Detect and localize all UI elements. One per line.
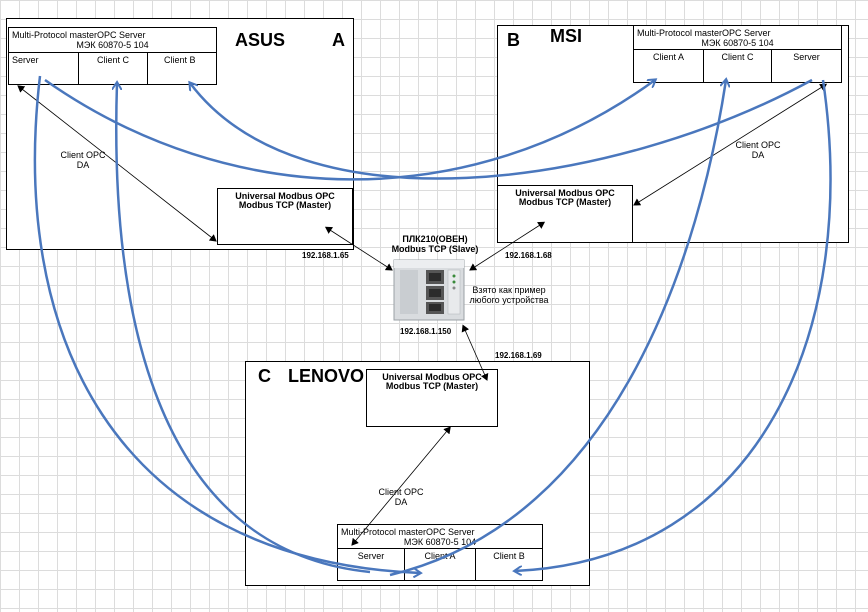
msi-opc-server-title: Multi-Protocol masterOPC Server [637, 28, 771, 38]
plc-note: Взято как пример любого устройства [464, 285, 554, 305]
computer-lenovo-name: LENOVO [288, 366, 365, 386]
asus-opc-server-header: Multi-Protocol masterOPC Server МЭК 6087… [8, 27, 217, 53]
msi-modbus-title: Universal Modbus OPC [515, 188, 615, 198]
msi-opc-server-header: Multi-Protocol masterOPC Server МЭК 6087… [633, 25, 842, 50]
asus-modbus-title: Universal Modbus OPC [235, 191, 335, 201]
computer-lenovo-letter: C [258, 366, 271, 386]
msi-modbus-link [469, 221, 546, 271]
asus-opc-server-title: Multi-Protocol masterOPC Server [12, 30, 146, 40]
plc-note-line2: любого устройства [469, 295, 549, 305]
lenovo-server-to-asus-client-c [116, 83, 371, 574]
lenovo-modbus-mode: Modbus TCP (Master) [385, 381, 479, 391]
msi-opc-da-link [633, 83, 828, 206]
computer-asus-name: ASUS [235, 30, 286, 50]
plc-name-line1: ПЛК210(ОВЕН) [402, 234, 468, 244]
lenovo-cell-client-b: Client B [475, 548, 543, 581]
lenovo-server-to-msi-client-c [389, 80, 726, 577]
asus-modbus-mode: Modbus TCP (Master) [238, 200, 332, 210]
lenovo-modbus-link [461, 324, 489, 381]
plc-name-line2: Modbus TCP (Slave) [391, 244, 479, 254]
computer-msi-letter: B [507, 30, 520, 50]
computer-asus-letter: A [332, 30, 345, 50]
lenovo-ip: 192.168.1.69 [495, 351, 542, 360]
msi-opc-server-protocol: МЭК 60870-5 104 [701, 38, 774, 48]
asus-opc-da-link [17, 85, 217, 242]
plc-name: ПЛК210(ОВЕН) Modbus TCP (Slave) [380, 234, 490, 254]
msi-server-to-asus-client-b [190, 78, 813, 180]
lenovo-modbus-title: Universal Modbus OPC [382, 372, 482, 382]
asus-cell-server: Server [8, 52, 79, 85]
plc-note-line1: Взято как пример [472, 285, 546, 295]
asus-modbus-link [324, 226, 393, 271]
msi-modbus-mode: Modbus TCP (Master) [518, 197, 612, 207]
msi-cell-client-a: Client A [633, 49, 704, 83]
lenovo-opc-da-link [351, 426, 451, 546]
msi-cell-client-c: Client C [703, 49, 772, 83]
computer-msi-name: MSI [550, 26, 583, 46]
asus-server-to-lenovo-client-a [33, 75, 420, 573]
msi-server-to-lenovo-client-b [515, 79, 832, 571]
plc-ip: 192.168.1.150 [400, 327, 452, 336]
msi-cell-server: Server [771, 49, 842, 83]
plc-device-image [392, 256, 466, 322]
asus-cell-client-b: Client B [147, 52, 217, 85]
asus-server-to-msi-client-a [44, 80, 655, 181]
asus-opc-server-protocol: МЭК 60870-5 104 [76, 40, 149, 50]
